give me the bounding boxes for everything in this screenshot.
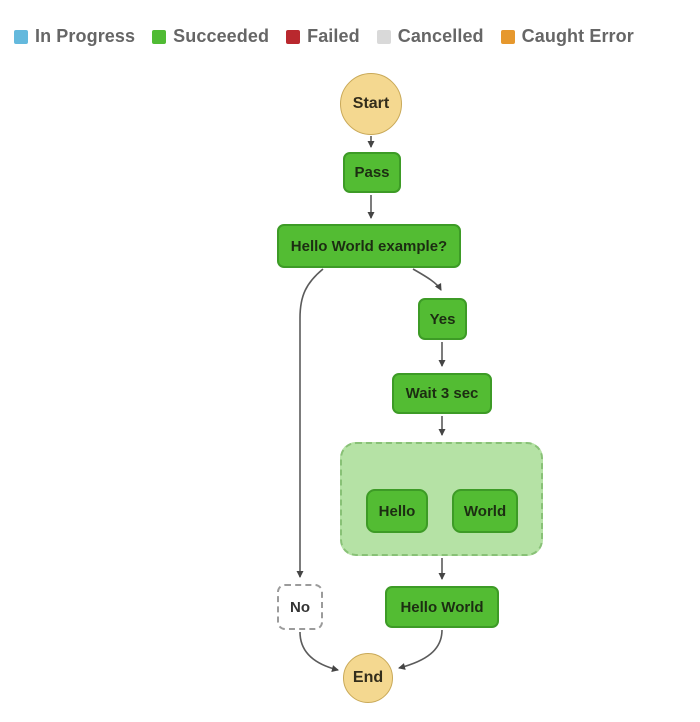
node-pass[interactable]: Pass	[343, 152, 401, 193]
legend-item-in-progress: In Progress	[14, 26, 135, 47]
edge-choice-yes	[412, 268, 442, 291]
node-hello-world-label: Hello World	[400, 598, 484, 616]
node-start-label: Start	[352, 95, 390, 112]
legend-item-caught-error: Caught Error	[500, 26, 634, 47]
caught-error-swatch	[500, 29, 515, 44]
legend-label-failed: Failed	[307, 26, 360, 46]
node-hello[interactable]: Hello	[366, 489, 428, 533]
legend-label-caught-error: Caught Error	[521, 26, 634, 46]
succeeded-swatch	[152, 29, 167, 44]
cancelled-swatch	[376, 29, 391, 44]
node-hello-world[interactable]: Hello World	[385, 586, 499, 628]
node-hello-label: Hello	[378, 502, 416, 520]
node-wait-3-sec[interactable]: Wait 3 sec	[392, 373, 492, 414]
node-yes[interactable]: Yes	[418, 298, 467, 340]
node-choice-hello-world-example[interactable]: Hello World example?	[277, 224, 461, 268]
legend-item-failed: Failed	[286, 26, 360, 47]
node-wait-label: Wait 3 sec	[405, 385, 479, 402]
status-legend: In Progress Succeeded Failed Cancelled C…	[14, 26, 634, 47]
edge-no-end	[299, 631, 339, 672]
legend-item-cancelled: Cancelled	[376, 26, 484, 47]
legend-item-succeeded: Succeeded	[152, 26, 269, 47]
node-end-label: End	[352, 669, 384, 686]
node-no[interactable]: No	[277, 584, 323, 630]
node-world[interactable]: World	[452, 489, 518, 533]
failed-swatch	[286, 29, 301, 44]
node-choice-label: Hello World example?	[290, 237, 448, 255]
legend-label-succeeded: Succeeded	[173, 26, 270, 46]
node-start[interactable]: Start	[340, 73, 402, 135]
edge-choice-no	[296, 268, 324, 578]
in-progress-swatch	[14, 29, 28, 44]
legend-label-cancelled: Cancelled	[397, 26, 484, 46]
node-end[interactable]: End	[343, 653, 393, 703]
node-yes-label: Yes	[429, 310, 456, 328]
legend-label-in-progress: In Progress	[35, 26, 136, 46]
node-no-label: No	[290, 598, 310, 616]
edge-helloworld-end	[398, 629, 443, 670]
node-world-label: World	[463, 502, 507, 520]
node-pass-label: Pass	[354, 164, 390, 181]
